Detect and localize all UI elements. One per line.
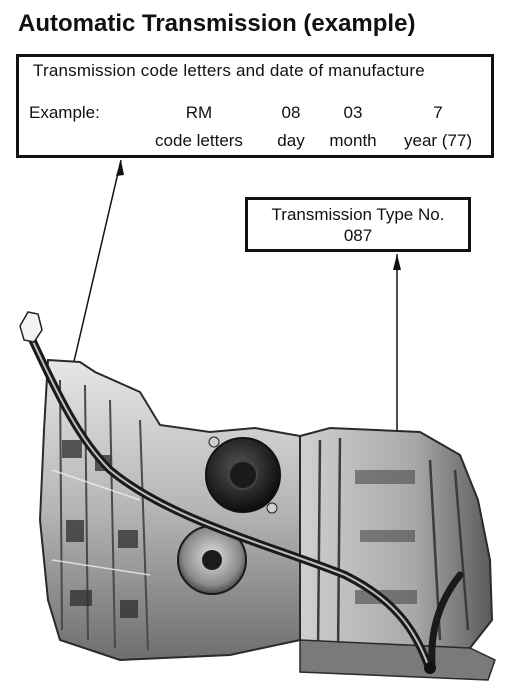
rear-housing (299, 426, 494, 667)
code-callout-heading: Transmission code letters and date of ma… (33, 61, 425, 80)
code-pointer-line (71, 159, 122, 371)
type-number-value: 087 (343, 226, 373, 245)
code-label-letters: code letters (155, 131, 243, 150)
code-value-day: 08 (281, 103, 301, 122)
code-value-month: 03 (343, 103, 363, 122)
bell-housing (38, 358, 312, 662)
lower-cover-disc (177, 525, 247, 595)
type-pointer-arrowhead (393, 254, 401, 270)
code-label-year: year (77) (403, 131, 473, 150)
example-label: Example: (29, 103, 100, 122)
code-pointer-arrowhead (116, 160, 124, 176)
type-number-heading: Transmission Type No. (271, 205, 445, 224)
code-value-year: 7 (433, 103, 443, 122)
code-label-month: month (329, 131, 377, 150)
right-cable (428, 571, 464, 669)
oil-pan (299, 639, 496, 681)
code-letters-callout: Transmission code letters and date of ma… (16, 54, 494, 158)
code-value-letters: RM (185, 103, 213, 122)
page-title: Automatic Transmission (example) (18, 10, 416, 37)
code-label-day: day (277, 131, 305, 150)
governor-cap (205, 437, 281, 513)
dipstick-handle (19, 311, 43, 343)
dipstick-tube (26, 331, 432, 669)
type-number-callout: Transmission Type No. 087 (245, 197, 471, 252)
